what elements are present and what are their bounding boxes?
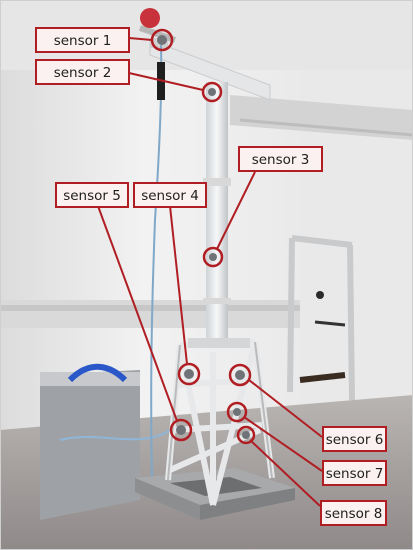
sensor-marker-4 bbox=[177, 362, 201, 386]
sensor-marker-6 bbox=[228, 363, 252, 387]
sensor-marker-5 bbox=[169, 418, 193, 442]
sensor-marker-7 bbox=[226, 401, 248, 423]
top-beam bbox=[149, 39, 271, 101]
sensor-marker-3 bbox=[202, 246, 224, 268]
ceiling-duct bbox=[230, 95, 413, 140]
wall-cable-tray bbox=[0, 300, 300, 328]
column bbox=[206, 82, 228, 347]
sensor-6-label: sensor 6 bbox=[322, 426, 387, 452]
sensor-4-label: sensor 4 bbox=[133, 182, 207, 208]
leader-lines bbox=[97, 37, 323, 507]
right-frame bbox=[287, 235, 355, 401]
sensor-marker-2 bbox=[201, 81, 223, 103]
cable-bundle bbox=[67, 363, 128, 383]
sensor-7-label: sensor 7 bbox=[322, 460, 387, 486]
sensor-8-label: sensor 8 bbox=[320, 500, 387, 526]
sensor-3-label: sensor 3 bbox=[238, 146, 323, 172]
sensor-5-label: sensor 5 bbox=[55, 182, 129, 208]
desk bbox=[40, 370, 140, 520]
sensor-2-label: sensor 2 bbox=[35, 59, 130, 85]
sensor-1-label: sensor 1 bbox=[35, 27, 130, 53]
sensor-marker-8 bbox=[236, 425, 256, 445]
sensors bbox=[150, 28, 256, 445]
